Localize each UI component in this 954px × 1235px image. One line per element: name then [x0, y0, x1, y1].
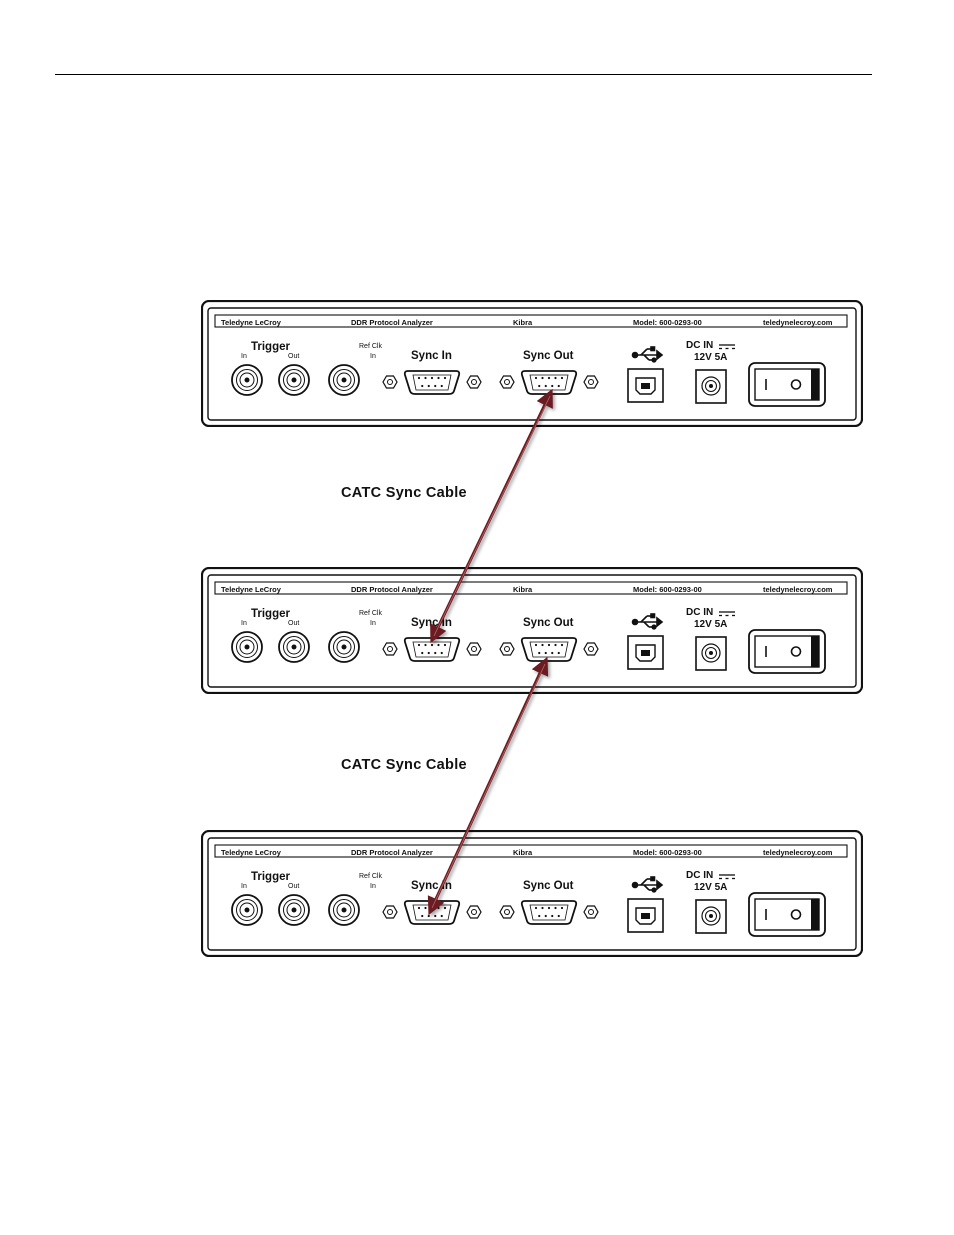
strip-model: Model: 600-0293-00	[633, 848, 702, 857]
strip-website: teledynelecroy.com	[763, 318, 833, 327]
dc-rating-label: 12V 5A	[694, 352, 728, 363]
trigger-out-label: Out	[288, 620, 300, 627]
usb-icon	[631, 613, 664, 630]
header-rule	[55, 74, 872, 75]
sync-cable-1	[430, 388, 553, 644]
dc-in-label: DC IN	[686, 607, 714, 618]
trigger-out-label: Out	[288, 353, 300, 360]
trigger-out-bnc	[278, 894, 310, 926]
refclk-in-bnc	[328, 364, 360, 396]
dc-symbol-icon	[719, 874, 735, 880]
sync-in-label: Sync In	[411, 350, 452, 362]
rocker-switch-icon	[748, 362, 826, 407]
dc-rating-label: 12V 5A	[694, 882, 728, 893]
sync-out-label: Sync Out	[523, 350, 574, 362]
strip-product: DDR Protocol Analyzer	[351, 848, 433, 857]
dc-symbol-icon	[719, 611, 735, 617]
strip-brand: Teledyne LeCroy	[221, 848, 281, 857]
usb-b-port	[627, 635, 664, 670]
trigger-in-label: In	[241, 620, 247, 627]
refclk-in-label: In	[370, 883, 376, 890]
usb-b-port	[627, 368, 664, 403]
strip-website: teledynelecroy.com	[763, 848, 833, 857]
dc-rating-label: 12V 5A	[694, 619, 728, 630]
dc-in-label: DC IN	[686, 340, 714, 351]
usb-b-port	[627, 898, 664, 933]
strip-product: DDR Protocol Analyzer	[351, 318, 433, 327]
trigger-out-bnc	[278, 364, 310, 396]
trigger-in-label: In	[241, 883, 247, 890]
usb-icon	[631, 876, 664, 893]
refclk-label: Ref Clk	[359, 610, 382, 617]
refclk-label: Ref Clk	[359, 873, 382, 880]
rocker-switch-icon	[748, 892, 826, 937]
panel-drawing	[201, 300, 863, 427]
trigger-in-label: In	[241, 353, 247, 360]
strip-brand: Teledyne LeCroy	[221, 318, 281, 327]
sync-out-db9	[499, 370, 599, 395]
refclk-in-bnc	[328, 631, 360, 663]
trigger-in-bnc	[231, 894, 263, 926]
trigger-in-bnc	[231, 631, 263, 663]
strip-brand: Teledyne LeCroy	[221, 585, 281, 594]
dc-jack	[695, 899, 727, 934]
trigger-label: Trigger	[251, 871, 290, 883]
dc-symbol-icon	[719, 344, 735, 350]
refclk-in-label: In	[370, 620, 376, 627]
strip-model: Model: 600-0293-00	[633, 318, 702, 327]
dc-in-label: DC IN	[686, 870, 714, 881]
refclk-in-label: In	[370, 353, 376, 360]
trigger-out-bnc	[278, 631, 310, 663]
refclk-label: Ref Clk	[359, 343, 382, 350]
usb-icon	[631, 346, 664, 363]
rocker-switch-icon	[748, 629, 826, 674]
trigger-out-label: Out	[288, 883, 300, 890]
trigger-label: Trigger	[251, 608, 290, 620]
analyzer-back-panel-top: Teledyne LeCroy DDR Protocol Analyzer Ki…	[201, 300, 863, 427]
dc-jack	[695, 636, 727, 671]
strip-model: Model: 600-0293-00	[633, 585, 702, 594]
strip-website: teledynelecroy.com	[763, 585, 833, 594]
refclk-in-bnc	[328, 894, 360, 926]
trigger-label: Trigger	[251, 341, 290, 353]
dc-jack	[695, 369, 727, 404]
trigger-in-bnc	[231, 364, 263, 396]
sync-cable-2	[427, 656, 549, 916]
strip-product: DDR Protocol Analyzer	[351, 585, 433, 594]
strip-name: Kibra	[513, 318, 533, 327]
